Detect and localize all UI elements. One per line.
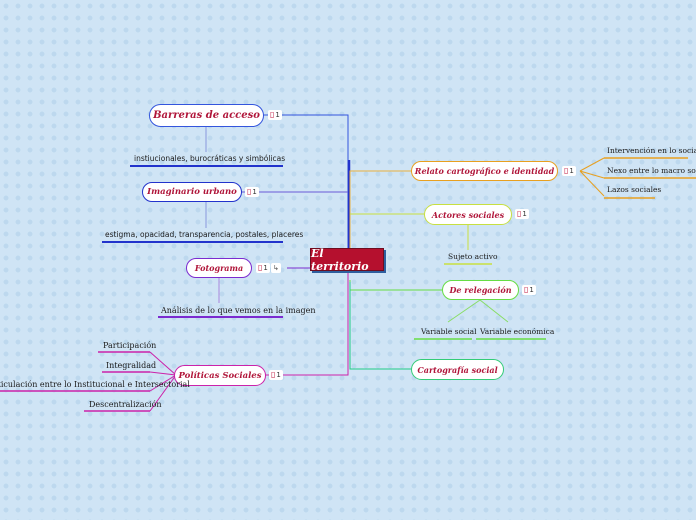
politicas-child-2[interactable]: Integralidad	[106, 361, 157, 370]
topic-relegacion[interactable]: De relegación	[442, 280, 519, 300]
topic-fotograma[interactable]: Fotograma	[186, 258, 252, 278]
comment-icon: ▯	[247, 187, 252, 196]
note-badge[interactable]: ▯1	[256, 263, 270, 273]
topic-relato[interactable]: Relato cartográfico e identidad	[411, 161, 558, 181]
comment-icon: ▯	[564, 166, 569, 175]
topic-actores[interactable]: Actores sociales	[424, 204, 512, 225]
imaginario-child[interactable]: estigma, opacidad, transparencia, postal…	[105, 230, 304, 239]
topic-cartografia[interactable]: Cartografía social	[411, 359, 504, 380]
link-icon[interactable]: ↳	[271, 263, 281, 273]
politicas-child-3[interactable]: Articulación entre lo Institucional e In…	[0, 380, 190, 389]
politicas-child-1[interactable]: Participación	[103, 341, 157, 350]
note-badge[interactable]: ▯1	[515, 209, 529, 219]
actores-child[interactable]: Sujeto activo	[448, 252, 498, 261]
relegacion-child-1[interactable]: Variable social	[421, 327, 477, 336]
link-relato	[349, 170, 412, 258]
comment-icon: ▯	[524, 285, 529, 294]
relato-child-3[interactable]: Lazos sociales	[607, 185, 662, 194]
note-badge[interactable]: ▯1	[245, 187, 259, 197]
relato-child-1[interactable]: Intervención en lo social	[607, 146, 696, 155]
topic-barreras[interactable]: Barreras de acceso	[149, 104, 264, 127]
note-badge[interactable]: ▯1	[268, 110, 282, 120]
topic-politicas[interactable]: Políticas Sociales	[174, 365, 266, 386]
fotograma-child[interactable]: Análisis de lo que vemos en la imagen	[161, 306, 316, 315]
topic-imaginario[interactable]: Imaginario urbano	[142, 182, 242, 202]
link-relegacion	[349, 280, 442, 291]
comment-icon: ▯	[258, 263, 263, 272]
link-cartografia	[349, 282, 412, 370]
root-topic[interactable]: El territorio	[310, 247, 384, 273]
note-badge[interactable]: ▯1	[269, 370, 283, 380]
politicas-child-4[interactable]: Descentralización	[89, 400, 162, 409]
note-badge[interactable]: ▯1	[562, 166, 576, 176]
link-politicas	[265, 270, 349, 376]
relegacion-child-2[interactable]: Variable económica	[480, 327, 555, 336]
note-badge[interactable]: ▯1	[522, 285, 536, 295]
comment-icon: ▯	[270, 110, 275, 119]
barreras-child[interactable]: instiucionales, burocráticas y simbólica…	[134, 154, 286, 163]
relato-child-2[interactable]: Nexo entre lo macro social y	[607, 166, 696, 175]
comment-icon: ▯	[271, 370, 276, 379]
comment-icon: ▯	[517, 209, 522, 218]
